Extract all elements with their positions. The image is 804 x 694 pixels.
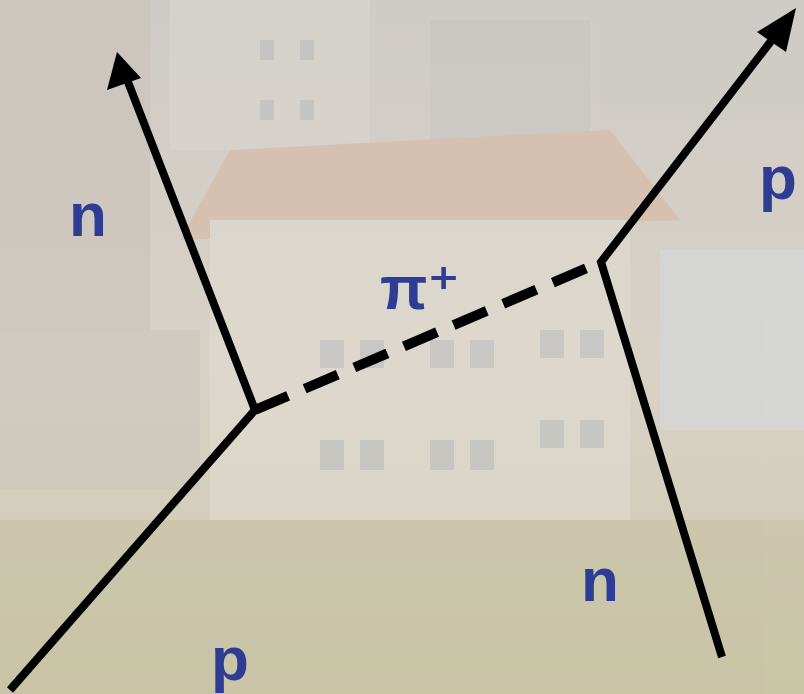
particle-label: π⁺	[380, 257, 460, 319]
particle-lines	[10, 36, 775, 690]
arrowhead	[757, 8, 796, 52]
particle-label: n	[581, 549, 619, 611]
particle-label: p	[211, 628, 249, 690]
neutron-to-proton-line	[601, 36, 775, 657]
arrowhead	[107, 52, 141, 90]
particle-label: p	[759, 147, 797, 209]
particle-label: n	[69, 184, 107, 246]
proton-to-neutron-line	[10, 82, 255, 690]
